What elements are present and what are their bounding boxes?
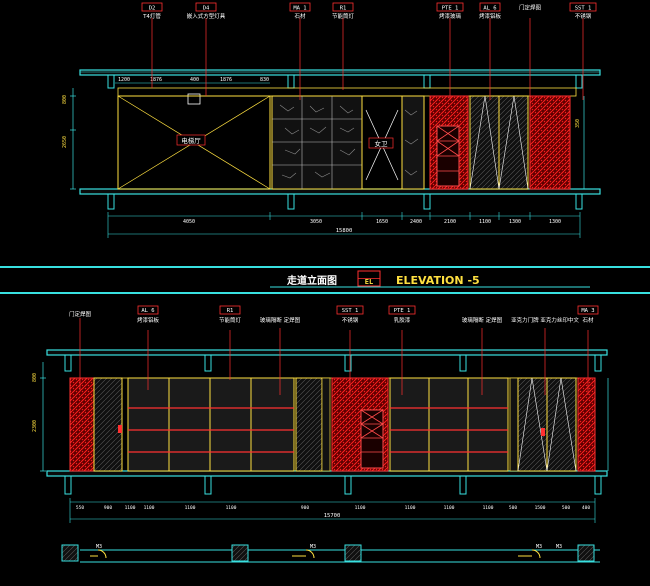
lower-bottom-dim-0: 550 [76, 505, 84, 511]
plan-tag-1: M3 [310, 544, 316, 550]
upper-total-dim: 15800 [336, 228, 353, 234]
lower-bottom-dim-12: 1500 [535, 505, 546, 511]
lower-callout-code-4: SST 1 [342, 308, 359, 314]
stone-grid-panel [271, 95, 363, 190]
lower-callouts: AL 6 R1 SST 1 PTE 1 MA 3 门定焊图 烤漆铝板 节能筒灯 … [69, 305, 599, 395]
lower-callout-desc-5: 乳胶漆 [394, 316, 411, 324]
lower-bottom-dim-9: 1100 [444, 505, 455, 511]
plan-tag-3: M3 [556, 544, 562, 550]
upper-callout-desc-5: 烤漆铝板 [479, 12, 502, 20]
upper-callout-code-4: PTE 1 [442, 6, 459, 12]
lower-bottom-dim-1: 900 [104, 505, 112, 511]
upper-top-dim-0: 1200 [118, 77, 130, 83]
red-stone-display [331, 377, 389, 472]
red-stone-panel [429, 95, 469, 190]
lower-total-dim: 15700 [324, 513, 341, 519]
lower-height-dim-0: 800 [32, 373, 38, 382]
lower-bottom-dim-14: 400 [582, 505, 590, 511]
room-label-restroom: 女卫 [375, 139, 389, 148]
upper-bottom-dim-0: 4050 [183, 219, 195, 225]
upper-top-dim-2: 400 [190, 77, 199, 83]
upper-callout-desc-4: 烤漆玻璃 [439, 12, 462, 20]
plan-tag-0: M3 [96, 544, 102, 550]
upper-callout-desc-3: 节能筒灯 [332, 12, 355, 20]
lower-bottom-dim-3: 1100 [144, 505, 155, 511]
lower-callout-code-2: R1 [227, 308, 234, 314]
room-label-elevator-lobby: 电梯厅 [181, 136, 201, 145]
upper-bottom-dim-2: 1650 [376, 219, 388, 225]
elevation-label: ELEVATION -5 [396, 274, 480, 287]
lower-callout-desc-2: 节能筒灯 [219, 316, 242, 324]
marble-door-right [517, 377, 577, 472]
lower-callout-desc-8: 石材 [582, 316, 594, 324]
plan-tag-2: M3 [536, 544, 542, 550]
upper-bottom-dim-4: 2100 [444, 219, 456, 225]
upper-callout-code-7: SST 1 [575, 6, 592, 12]
upper-height-dim-2: 350 [575, 119, 581, 128]
lower-bottom-dim-13: 500 [562, 505, 570, 511]
lower-callout-desc-1: 烤漆铝板 [137, 316, 160, 324]
elevation-title: 走道立面图 [286, 274, 337, 287]
glass-partition-right [389, 377, 509, 472]
upper-callout-code-3: R1 [340, 6, 347, 12]
lower-callout-desc-3: 玻璃隔断 定焊图 [260, 316, 301, 324]
upper-callout-desc-7: 不锈钢 [575, 12, 592, 20]
lower-bottom-dim-11: 500 [509, 505, 517, 511]
glass-partition-left [127, 377, 295, 472]
lower-callout-desc-4: 不锈钢 [342, 316, 359, 324]
lower-bottom-dim-6: 900 [301, 505, 309, 511]
lower-callout-desc-7: 亚克力门牌 亚克力丝印中文 [511, 316, 579, 324]
upper-callouts: D2 D4 MA 1 R1 PTE 1 AL 6 SST 1 T4灯管 嵌入式方… [141, 2, 597, 100]
lower-bottom-dim-8: 1100 [405, 505, 416, 511]
upper-bottom-dim-5: 1100 [479, 219, 491, 225]
upper-callout-desc-6: 门定焊图 [519, 4, 542, 12]
lower-bottom-dim-4: 1100 [185, 505, 196, 511]
upper-elevation: 800 2650 350 1200 1876 400 1876 830 电梯厅 … [62, 2, 601, 238]
upper-bottom-dim-1: 3050 [310, 219, 322, 225]
lower-callout-code-1: AL 6 [141, 308, 154, 314]
upper-callout-desc-1: 嵌入式方型灯具 [187, 12, 226, 20]
upper-callout-code-5: AL 6 [483, 6, 496, 12]
upper-callout-desc-2: 石材 [294, 12, 306, 20]
upper-bottom-dim-6: 1300 [509, 219, 521, 225]
floor-plan-strip: M3 M3 M3 M3 [61, 544, 600, 563]
lower-callout-code-8: MA 3 [581, 308, 594, 314]
upper-callout-desc-0: T4灯管 [142, 12, 161, 20]
upper-top-dim-1: 1876 [150, 77, 162, 83]
upper-callout-code-0: D2 [149, 6, 156, 12]
lower-elevation: 800 2300 550 900 1100 1100 1100 1100 900… [32, 305, 609, 523]
upper-height-dim-0: 800 [62, 95, 68, 104]
lower-bottom-dim-10: 1100 [483, 505, 494, 511]
upper-callout-code-2: MA 1 [293, 6, 306, 12]
lower-bottom-dim-5: 1100 [226, 505, 237, 511]
lower-callout-desc-0: 门定焊图 [69, 310, 92, 318]
lower-callout-code-5: PTE 1 [394, 308, 411, 314]
elevation-title-bar: 走道立面图 EL ELEVATION -5 [0, 266, 650, 294]
lower-height-dim-1: 2300 [32, 420, 38, 432]
lower-bottom-dim-7: 1100 [355, 505, 366, 511]
upper-callout-code-1: D4 [203, 6, 210, 12]
upper-top-dim-3: 1876 [220, 77, 232, 83]
elevation-badge: EL [365, 278, 373, 286]
lower-callout-desc-6: 玻璃隔断 定焊图 [462, 316, 503, 324]
lower-bottom-dim-2: 1100 [125, 505, 136, 511]
upper-bottom-dim-3: 2400 [410, 219, 422, 225]
upper-bottom-dim-7: 1300 [549, 219, 561, 225]
upper-height-dim-1: 2650 [62, 136, 68, 148]
marble-door-panels [469, 95, 571, 190]
upper-top-dim-4: 830 [260, 77, 269, 83]
